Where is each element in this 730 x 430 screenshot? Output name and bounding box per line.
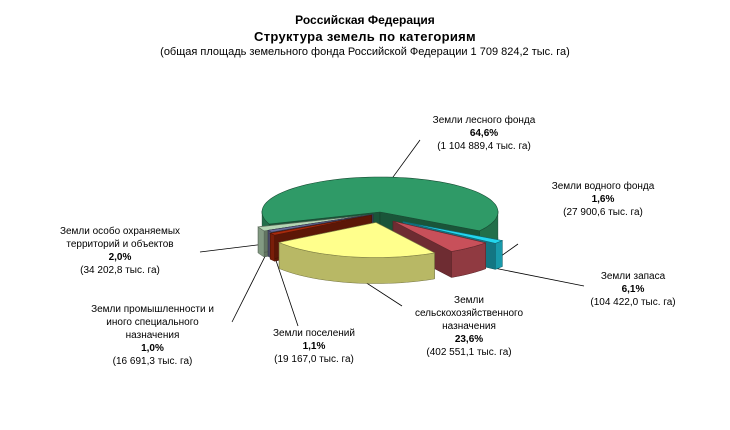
label-industry-name-2: иного специального	[106, 317, 199, 328]
label-reserve-value: (104 422,0 тыс. га)	[590, 297, 676, 308]
label-reserve-name: Земли запаса	[600, 271, 666, 282]
label-industry: Земли промышленности и иного специальног…	[70, 303, 235, 368]
label-protected-name-2: территорий и объектов	[66, 239, 174, 250]
label-water-pct: 1,6%	[591, 194, 615, 205]
slice-1-top	[402, 221, 504, 244]
label-agri-name-3: назначения	[442, 321, 496, 332]
label-settlements-pct: 1,1%	[302, 341, 326, 352]
chart-note: (общая площадь земельного фонда Российск…	[160, 46, 570, 58]
slice-4-top	[269, 214, 372, 236]
pie-slices	[257, 176, 504, 284]
slice-1-side-0	[495, 240, 503, 270]
label-forest-name: Земли лесного фонда	[432, 115, 536, 126]
slice-2-top	[392, 220, 487, 252]
slice-4-side-0	[269, 232, 275, 262]
leader-lines	[199, 139, 585, 327]
label-agri-name-2: сельскохозяйственного	[414, 308, 524, 319]
slice-3-top	[278, 222, 436, 258]
label-reserve: Земли запаса 6,1% (104 422,0 тыс. га)	[568, 270, 698, 309]
leader-line-6	[199, 244, 261, 253]
label-forest-pct: 64,6%	[469, 128, 499, 139]
label-industry-name-1: Земли промышленности и	[91, 304, 214, 315]
label-agri: Земли сельскохозяйственного назначения 2…	[394, 294, 544, 359]
label-settlements: Земли поселений 1,1% (19 167,0 тыс. га)	[254, 327, 374, 366]
label-industry-pct: 1,0%	[141, 343, 164, 354]
slice-0-top	[261, 176, 499, 232]
chart-title: Российская Федерация	[295, 13, 435, 27]
slice-5-top	[267, 214, 374, 233]
pie-slice-2	[392, 220, 487, 278]
label-water-value: (27 900,6 тыс. га)	[563, 207, 643, 218]
label-settlements-value: (19 167,0 тыс. га)	[274, 354, 354, 365]
label-protected-name-1: Земли особо охраняемых	[59, 226, 181, 237]
label-forest-value: (1 104 889,4 тыс. га)	[437, 141, 531, 152]
label-protected-pct: 2,0%	[108, 252, 132, 263]
pie-slice-3	[278, 222, 436, 284]
label-industry-value: (16 691,3 тыс. га)	[112, 356, 193, 367]
label-water: Земли водного фонда 1,6% (27 900,6 тыс. …	[528, 180, 678, 219]
chart-subtitle: Структура земель по категориям	[254, 29, 476, 44]
label-protected: Земли особо охраняемых территорий и объе…	[40, 225, 200, 277]
label-protected-value: (34 202,8 тыс. га)	[80, 265, 160, 276]
leader-line-0	[392, 139, 421, 178]
slice-6-side-0	[257, 226, 265, 258]
label-agri-value: (402 551,1 тыс. га)	[426, 347, 512, 358]
label-agri-pct: 23,6%	[454, 334, 484, 345]
leader-line-4	[272, 249, 299, 327]
label-forest: Земли лесного фонда 64,6% (1 104 889,4 т…	[404, 114, 564, 153]
label-water-name: Земли водного фонда	[551, 181, 655, 192]
label-settlements-name: Земли поселений	[273, 328, 355, 339]
leader-line-5	[231, 246, 271, 323]
label-reserve-pct: 6,1%	[621, 284, 645, 295]
label-industry-name-3: назначения	[125, 330, 180, 341]
chart-title-block: Российская Федерация Структура земель по…	[0, 12, 730, 60]
label-agri-name-1: Земли	[454, 295, 484, 306]
